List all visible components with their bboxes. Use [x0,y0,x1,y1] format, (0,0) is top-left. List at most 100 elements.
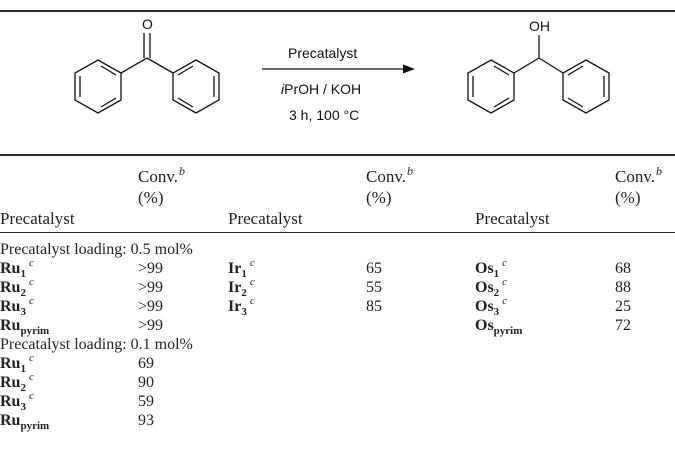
ketone-oxygen-label: O [142,16,153,32]
precatalyst-name: Ru3c [0,295,34,318]
precatalyst-subscript: pyrim [20,420,50,432]
precatalyst-name: Ru1c [0,257,34,280]
reaction-scheme: O Precatalyst iPrOH / KOH 3 h, 100 °C OH [74,16,610,123]
precatalyst-subscript: 1 [493,268,500,280]
precatalyst-name: Os3c [475,295,508,318]
precatalyst-subscript: 3 [20,401,26,413]
header-conv-col1: Conv.b [138,164,185,186]
precatalyst-name: Rupyrim [0,411,49,432]
conversion-value: >99 [138,317,164,334]
reagent-bottom-label: iPrOH / KOH [281,81,361,97]
section-title: Precatalyst loading: 0.1 mol% [0,336,193,353]
alcohol-oh-label: OH [529,18,550,34]
precatalyst-base: Os [475,317,494,334]
precatalyst-name: Os1c [475,257,508,280]
footnote-marker: c [502,257,508,269]
precatalyst-name: Ir1c [228,257,255,280]
precatalyst-subscript: 2 [241,287,247,299]
benzophenone-structure [74,33,220,114]
precatalyst-base: Ir [228,260,242,277]
header-precatalyst-col1: Precatalyst [0,209,75,228]
precatalyst-base: Ru [0,374,21,391]
conversion-value: 85 [366,298,382,315]
precatalyst-name: Ir3c [228,295,255,318]
precatalyst-base: Ir [228,298,242,315]
footnote-marker: c [502,295,508,307]
precatalyst-base: Ru [0,355,21,372]
precatalyst-name: Ru3c [0,390,34,413]
header-top-rule [0,154,675,156]
header-unit-col3: (%) [615,188,641,207]
benzhydrol-structure [467,35,610,114]
conversion-value: 72 [615,317,631,334]
footnote-marker: c [28,371,34,383]
footnote-marker: c [249,295,255,307]
precatalyst-subscript: pyrim [493,325,523,337]
header-bottom-rule [0,232,675,233]
conversion-value: 69 [138,355,154,372]
conversion-value: 59 [138,393,154,410]
precatalyst-base: Ir [228,279,242,296]
header-conv-col3: Conv.b [615,164,662,186]
precatalyst-base: Ru [0,393,21,410]
precatalyst-base: Os [475,279,494,296]
precatalyst-base: Ru [0,317,21,334]
precatalyst-base: Ru [0,260,21,277]
table-top-rule [0,10,675,12]
footnote-marker: c [28,352,34,364]
precatalyst-base: Os [475,260,494,277]
precatalyst-name: Ru1c [0,352,34,375]
section-title: Precatalyst loading: 0.5 mol% [0,241,193,258]
header-unit-col2: (%) [366,188,392,207]
precatalyst-name: Os2c [475,276,508,299]
header-precatalyst-col3: Precatalyst [475,209,550,228]
precatalyst-base: Ru [0,412,21,429]
arrow-head-icon [403,64,415,74]
precatalyst-subscript: 3 [20,306,26,318]
precatalyst-base: Ru [0,279,21,296]
header-conv-col2: Conv.b [366,164,413,186]
table-row: Ru1c 69 [0,352,675,375]
precatalyst-name: Ospyrim [475,316,522,337]
conversion-value: >99 [138,279,164,296]
precatalyst-base: Ru [0,298,21,315]
conversion-value: >99 [138,298,164,315]
precatalyst-subscript: 2 [20,382,26,394]
precatalyst-name: Ru2c [0,371,34,394]
reagent-top-label: Precatalyst [288,45,357,61]
table-row: Rupyrim 93 [0,411,675,432]
header-unit-col1: (%) [138,188,164,207]
conversion-value: 93 [138,412,154,429]
precatalyst-name: Ru2c [0,276,34,299]
conversion-value: 55 [366,279,382,296]
precatalyst-subscript: pyrim [20,325,50,337]
precatalyst-subscript: 3 [493,306,500,318]
header-precatalyst-col2: Precatalyst [228,209,303,228]
footnote-marker: c [28,276,34,288]
precatalyst-subscript: 3 [241,306,247,318]
conversion-value: 65 [366,260,382,277]
conversion-value: 68 [615,260,631,277]
precatalyst-subscript: 1 [20,268,26,280]
precatalyst-subscript: 1 [20,363,26,375]
footnote-marker: c [502,276,508,288]
conversion-value: >99 [138,260,164,277]
footnote-marker: c [28,295,34,307]
conversion-value: 90 [138,374,154,391]
table-row: Ru2c 90 [0,371,675,394]
footnote-marker: c [249,257,255,269]
footnote-marker: c [28,390,34,402]
conversion-value: 88 [615,279,631,296]
precatalyst-subscript: 2 [20,287,26,299]
precatalyst-name: Ir2c [228,276,255,299]
table-row: Ru3c 59 [0,390,675,413]
conditions-label: 3 h, 100 °C [289,107,359,123]
precatalyst-name: Rupyrim [0,316,49,337]
footnote-marker: c [28,257,34,269]
conversion-value: 25 [615,298,631,315]
